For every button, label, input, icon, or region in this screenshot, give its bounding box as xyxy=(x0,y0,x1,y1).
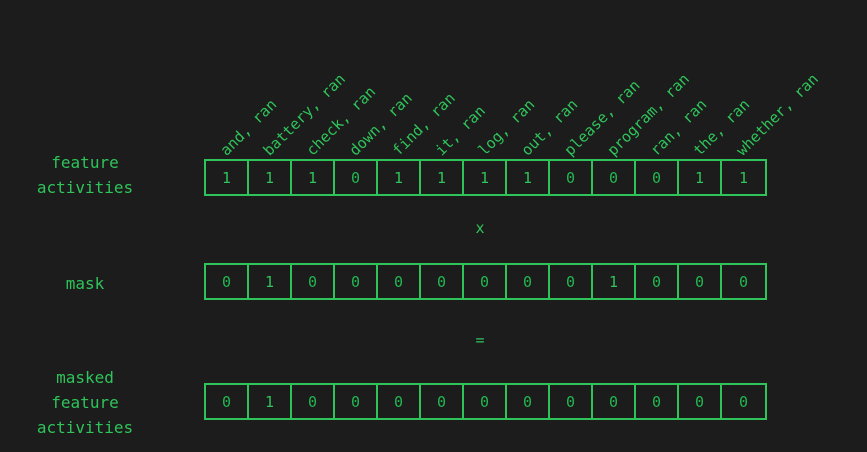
value-cell: 0 xyxy=(206,385,249,418)
label-line: feature xyxy=(51,153,119,172)
value-cell: 0 xyxy=(738,272,749,291)
value-cell: 0 xyxy=(421,265,464,298)
value-cell: 0 xyxy=(679,385,722,418)
value-cell: 1 xyxy=(378,161,421,194)
label-line: mask xyxy=(65,274,105,293)
value-cell: 0 xyxy=(550,161,593,194)
value-cell: 0 xyxy=(636,265,679,298)
value-cell: 0 xyxy=(292,265,335,298)
value-cell: 0 xyxy=(636,385,679,418)
label-line: feature xyxy=(51,393,119,412)
value-cell: 0 xyxy=(507,265,550,298)
value-cell: 1 xyxy=(593,265,636,298)
value-cell: 0 xyxy=(335,161,378,194)
value-cell: 1 xyxy=(249,265,292,298)
value-cell: 0 xyxy=(421,385,464,418)
value-cell: 1 xyxy=(738,168,749,187)
value-cell: 0 xyxy=(378,385,421,418)
value-cell: 0 xyxy=(636,161,679,194)
label-line: activities xyxy=(36,418,134,437)
value-cell: 0 xyxy=(507,385,550,418)
value-cell: 1 xyxy=(249,385,292,418)
value-cell: 0 xyxy=(378,265,421,298)
value-cell: 0 xyxy=(335,385,378,418)
value-cell: 1 xyxy=(464,161,507,194)
value-cell: 0 xyxy=(464,385,507,418)
row-label-masked-feature-activities: masked feature activities xyxy=(20,365,150,440)
value-cell: 1 xyxy=(421,161,464,194)
label-line: activities xyxy=(36,178,134,197)
value-cell: 0 xyxy=(335,265,378,298)
row-label-feature-activities: feature activities xyxy=(20,150,150,200)
value-cell: 0 xyxy=(679,265,722,298)
value-cell: 0 xyxy=(292,385,335,418)
value-cell: 1 xyxy=(206,161,249,194)
value-cell: 0 xyxy=(550,265,593,298)
value-cell: 0 xyxy=(593,385,636,418)
value-cell: 0 xyxy=(738,392,749,411)
value-cell: 0 xyxy=(206,265,249,298)
value-cell: 0 xyxy=(550,385,593,418)
label-line: masked xyxy=(56,368,114,387)
value-cell: 1 xyxy=(292,161,335,194)
value-cell: 1 xyxy=(507,161,550,194)
value-cell: 1 xyxy=(249,161,292,194)
equals-operator: = xyxy=(475,331,485,349)
value-cell: 0 xyxy=(593,161,636,194)
multiply-operator: x xyxy=(475,219,485,237)
value-cell: 1 xyxy=(679,161,722,194)
row-label-mask: mask xyxy=(20,271,150,296)
value-cell: 0 xyxy=(464,265,507,298)
